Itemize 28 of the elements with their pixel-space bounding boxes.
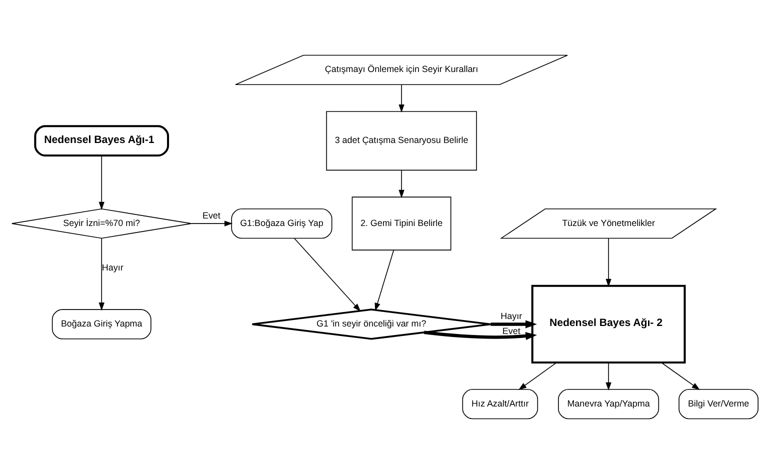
arrow (490, 320, 537, 328)
node-diamond: G1 'in seyir önceliği var mı? (251, 308, 492, 340)
arrow (398, 170, 404, 198)
node-diamond: Seyir İzni=%70 mi? (11, 208, 192, 239)
edge-label: Evet (502, 326, 520, 336)
arrow (660, 362, 700, 390)
arrow (398, 84, 404, 113)
edge-label: Hayır (102, 262, 124, 272)
node-box: Manevra Yap/Yapma (558, 389, 660, 420)
node-box: 2. Gemi Tipini Belirle (352, 196, 452, 250)
node-box: Bilgi Ver/Verme (678, 389, 758, 420)
arrow (294, 238, 361, 312)
edge-label: Evet (202, 210, 220, 220)
arrow (374, 250, 394, 312)
arrow (606, 238, 612, 288)
arrow (606, 362, 612, 391)
arrow (191, 220, 233, 226)
arrow (424, 330, 538, 340)
arrow (98, 155, 104, 210)
node-box: Nedensel Bayes Ağı-1 (34, 125, 170, 157)
node-box: Nedensel Bayes Ağı- 2 (531, 284, 686, 364)
edge-label: Hayır (500, 311, 522, 322)
arrow (98, 238, 104, 311)
node-box: Boğaza Giriş Yapma (52, 309, 152, 340)
node-box: G1:Boğaza Giriş Yap (231, 208, 332, 239)
node-box: 3 adet Çatışma Senaryosu Belirle (326, 111, 477, 171)
arrow (518, 362, 557, 390)
node-box: Hız Azalt/Arttır (462, 389, 538, 420)
